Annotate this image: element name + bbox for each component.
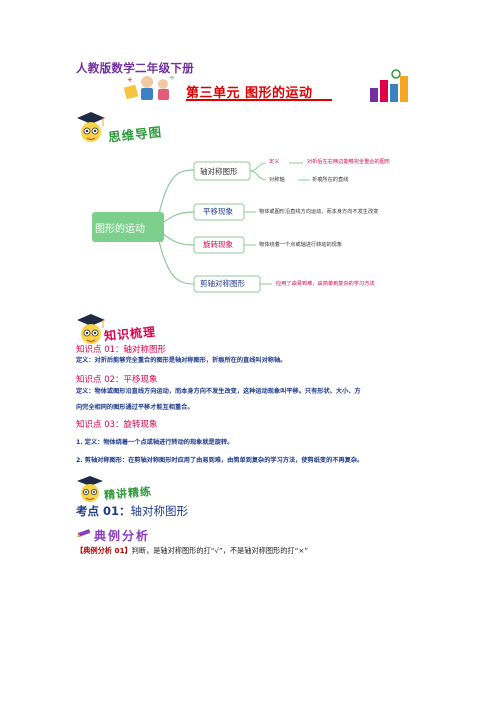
mindmap-sub-term: 定义 xyxy=(269,159,280,165)
mindmap-root-box xyxy=(92,212,164,242)
knowledge-point-body: 定义：物体或图形沿直线方向运动，而本身方向不发生改变，这种运动现象叫平移。只有形… xyxy=(76,388,361,395)
mindmap-branch-text: 物体绕着一个点或轴进行转动的现象 xyxy=(259,242,343,248)
scholar-mascot-icon xyxy=(77,314,105,344)
exam-point-title: 轴对称图形 xyxy=(130,504,189,518)
example-text: 判断，是轴对称图形的打“√”，不是轴对称图形的打“×” xyxy=(131,546,309,555)
series-title: 人教版数学二年级下册 xyxy=(76,61,194,75)
knowledge-point-item: 2. 剪轴对称图形：在剪轴对称图形时应用了由易到难，由简单到复杂的学习方法，使剪… xyxy=(76,457,364,464)
knowledge-point-item: 1. 定义：物体绕着一个点或轴进行转动的现象就是旋转。 xyxy=(76,439,234,446)
example-question: 【典例分析 01】判断，是轴对称图形的打“√”，不是轴对称图形的打“×” xyxy=(76,546,308,556)
students-math-icon: + ÷ xyxy=(123,74,175,100)
knowledge-section-label: 知识梳理 xyxy=(103,324,157,344)
svg-text:÷: ÷ xyxy=(169,74,175,82)
exam-point-heading: 考点 01：轴对称图形 xyxy=(76,503,188,519)
knowledge-point-title: 知识点 01：轴对称图形 xyxy=(76,345,167,355)
scholar-mascot-icon xyxy=(77,112,105,142)
mindmap-branch-text: 应用了由易到难，由简单到复杂的学习方法 xyxy=(276,281,375,287)
exam-point-prefix: 考点 01： xyxy=(76,504,131,518)
mindmap-branch-label: 平移现象 xyxy=(203,207,233,216)
mindmap-sub-term: 对称轴 xyxy=(269,177,285,183)
mindmap-branch-text: 物体或图形沿直线方向运动，而本身方向不发生改变 xyxy=(259,209,379,215)
knowledge-point-title: 知识点 02：平移现象 xyxy=(76,375,158,385)
unit-title: 第三单元 图形的运动 xyxy=(186,86,313,101)
knowledge-point-body: 向完全相同的图形通过平移才能互相重合。 xyxy=(76,404,194,411)
mindmap-sub-text: 折痕所在的直线 xyxy=(312,177,349,183)
mindmap-sub-text: 对折后左右两边能够完全重合的图形 xyxy=(307,159,391,165)
mindmap-branch-label: 轴对称图形 xyxy=(200,167,238,176)
mindmap-section-label: 思维导图 xyxy=(107,124,163,145)
unit-title-underline xyxy=(186,99,332,101)
svg-text:+: + xyxy=(127,76,133,84)
pencil-icon xyxy=(77,529,91,537)
mindmap-diagram xyxy=(92,161,310,293)
example-tag: 【典例分析 01】 xyxy=(76,546,132,555)
knowledge-point-title: 知识点 03：旋转现象 xyxy=(76,420,158,430)
typical-analysis-label: 典例分析 xyxy=(94,529,151,543)
practice-section-label: 精讲精练 xyxy=(103,484,153,503)
mindmap-root-label: 图形的运动 xyxy=(95,224,145,235)
mindmap-branch-label: 剪轴对称图形 xyxy=(200,279,245,288)
scholar-mascot-icon xyxy=(77,476,103,502)
knowledge-point-body: 定义：对折后能够完全重合的图形是轴对称图形，折痕所在的直线叫对称轴。 xyxy=(76,357,287,364)
mindmap-branch-label: 旋转现象 xyxy=(203,240,233,249)
science-tools-icon xyxy=(370,69,408,102)
